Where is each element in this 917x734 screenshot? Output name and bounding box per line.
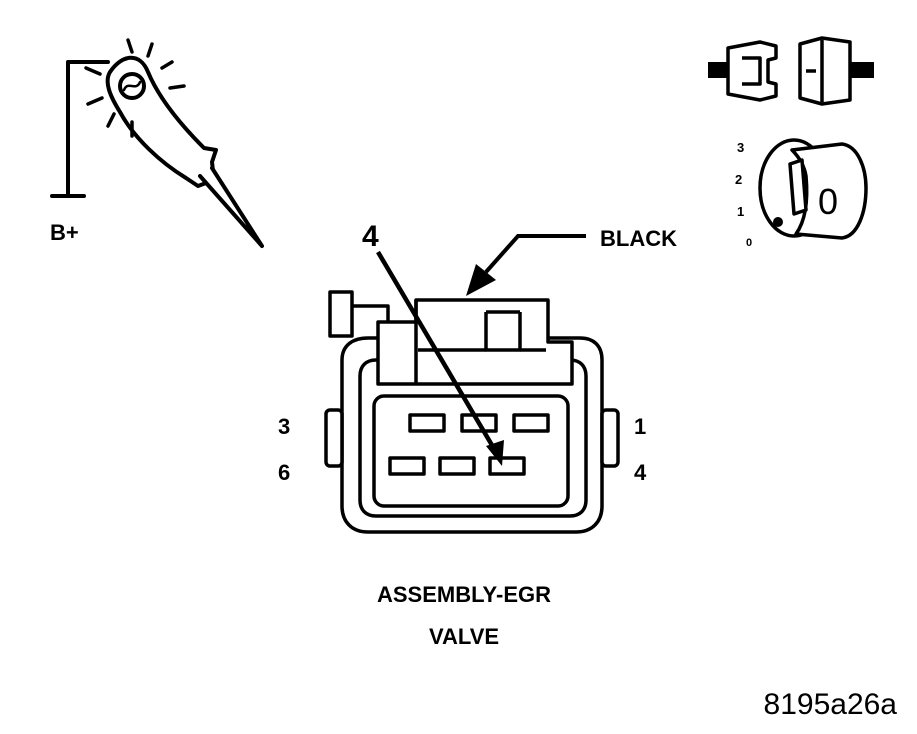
ignition-switch-icon [758,138,868,240]
cavity-label-1: 1 [634,414,646,439]
cavity-3 [408,413,446,433]
cavity-6 [388,456,426,476]
pin-4-callout-arrow [376,250,504,466]
test-light-tip [198,166,264,248]
pin-4-callout-label: 4 [362,220,379,253]
cavity-label-4: 4 [634,460,647,485]
cavity-label-3: 3 [278,414,290,439]
light-glow-icon [84,38,186,138]
cavity-1 [512,413,550,433]
ignition-key-position: 0 [818,181,838,222]
ignition-position-0: 0 [746,237,752,249]
ignition-position-3: 3 [737,140,744,155]
connector-latch [328,290,574,386]
ignition-position-1: 1 [737,204,744,219]
connector-color-label: BLACK [600,226,677,251]
cavity-5 [438,456,476,476]
ignition-position-2: 2 [735,172,742,187]
test-light-lead [66,60,110,198]
cavity-label-6: 6 [278,460,290,485]
test-light-icon [50,38,264,248]
disconnect-connector-icon [708,36,874,106]
egr-connector [324,290,620,534]
black-callout-arrow [466,234,586,296]
connector-caption-line2: VALVE [429,624,499,649]
figure-id: 8195a26a [764,688,898,721]
b-plus-label: B+ [50,220,79,245]
cavity-4 [488,456,526,476]
connector-caption-line1: ASSEMBLY-EGR [377,582,551,607]
